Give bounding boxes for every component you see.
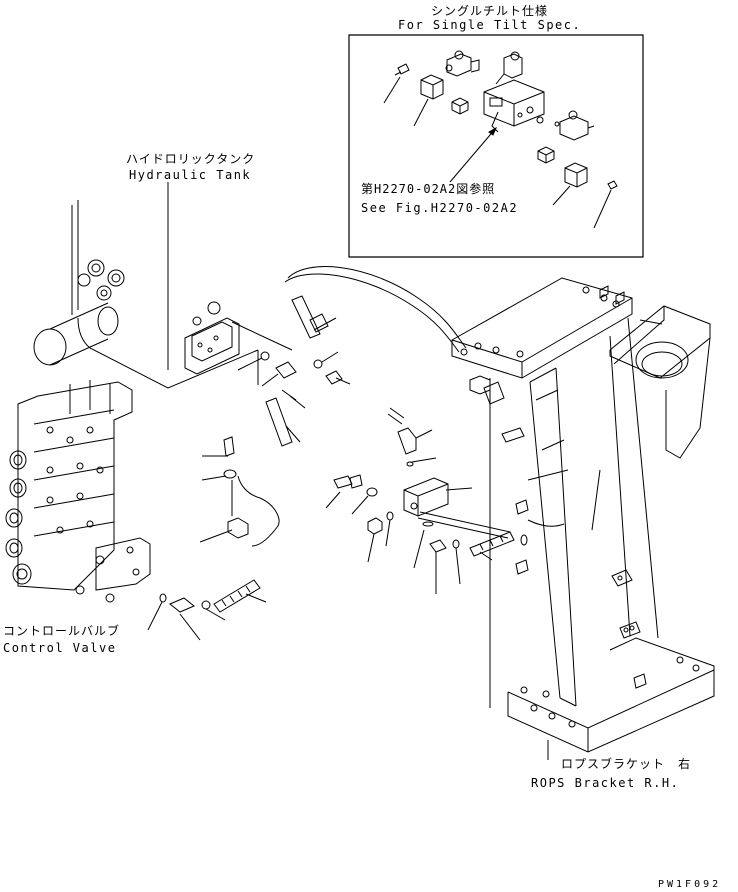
leader-lines: [168, 182, 548, 760]
tank-nuts: [78, 260, 124, 300]
single-tilt-inset: [349, 35, 643, 257]
tank-filter: [34, 303, 118, 365]
valve-ports: [47, 427, 114, 602]
center-fittings: [326, 408, 527, 594]
valve-label-en: Control Valve: [3, 641, 117, 655]
hose-fitting-mid: [266, 398, 300, 446]
hose-fitting-upper: [292, 296, 336, 338]
inset-bolt-2: [608, 181, 617, 189]
tank-flange: [185, 302, 239, 374]
inset-cube-1: [452, 98, 468, 114]
inset-block-1: [421, 75, 443, 99]
valve-spools: [6, 451, 31, 584]
valve-fittings: [148, 580, 266, 640]
inset-valve-block: [484, 80, 544, 132]
hoses: [238, 267, 466, 546]
inset-fitting-right: [555, 111, 594, 140]
rops-label-en: ROPS Bracket R.H.: [531, 776, 680, 790]
inset-title-en: For Single Tilt Spec.: [398, 18, 582, 32]
inset-bolt-1: [395, 64, 409, 75]
inset-ref-jp: 第H2270-02A2図参照: [361, 182, 496, 196]
inset-cube-2: [538, 147, 554, 163]
inset-block-2: [565, 163, 587, 187]
hydraulic-tank: [34, 196, 292, 388]
inset-fitting-top: [446, 51, 479, 76]
tank-fittings: [238, 352, 350, 408]
valve-label-jp: コントロールバルブ: [3, 624, 121, 638]
control-valve: [6, 380, 150, 602]
tank-label-jp: ハイドロリックタンク: [126, 152, 256, 166]
hose-clamp: [200, 437, 248, 542]
drawing-code: PW1F092: [658, 879, 722, 890]
tank-label-en: Hydraulic Tank: [129, 168, 252, 182]
inset-title-jp: シングルチルト仕様: [431, 4, 549, 18]
rops-label-jp: ロプスブラケット 右: [561, 757, 692, 771]
rops-bracket: [452, 278, 714, 752]
inset-elbow: [496, 52, 522, 84]
inset-ref-en: See Fig.H2270-02A2: [361, 201, 519, 215]
